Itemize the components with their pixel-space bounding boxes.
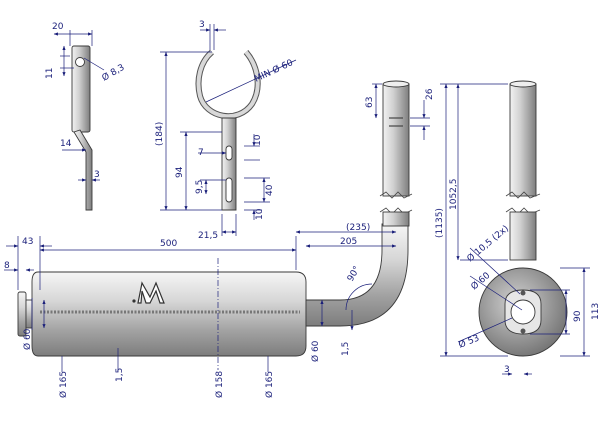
clamp-total-height-label: (184) xyxy=(155,122,165,146)
pipe-reach-label: (235) xyxy=(346,223,370,233)
bracket-width-label: 20 xyxy=(52,22,64,32)
hole-spacing-label: 90 xyxy=(573,310,583,322)
muffler-view: 43 8 500 (235) 205 90° Ø 60 Ø 165 1,5 Ø … xyxy=(4,80,413,398)
vertical-pipe xyxy=(382,83,410,197)
flange-dia-label: Ø 165 xyxy=(58,371,69,398)
stub-length-label: 43 xyxy=(22,237,33,247)
inlet-dia-label: Ø 60 xyxy=(22,328,33,350)
brand-logo xyxy=(132,281,165,304)
bracket-side-view: 20 11 Ø 8,3 14 3 xyxy=(45,22,127,211)
height-upper-label: 1052,5 xyxy=(449,179,459,211)
body-dia-right-label: Ø 165 xyxy=(264,371,275,398)
height-total-label: (1135) xyxy=(435,208,445,238)
body-length-label: 500 xyxy=(160,239,177,249)
clamp-plate-width-label: 21,5 xyxy=(198,231,218,241)
pipe-reach-inner-label: 205 xyxy=(340,237,357,247)
clamp-slot-length-label: 40 xyxy=(265,184,275,196)
muffler-body xyxy=(31,271,307,357)
end-view: (1135) 1052,5 Ø 10,5 (2x) Ø 60 Ø 53 90 1… xyxy=(435,80,600,376)
bend-angle-label: 90° xyxy=(346,265,363,284)
slot-offset-label: 63 xyxy=(365,97,375,108)
bracket-offset-label: 11 xyxy=(45,68,55,79)
clamp-slot-offset-label: 9,5 xyxy=(195,180,205,194)
bracket-thickness-label: 3 xyxy=(94,170,100,180)
body-dia-label: Ø 158 xyxy=(214,371,225,398)
bracket-bend-label: 14 xyxy=(60,139,72,149)
outer-dia-label: Ø 53 xyxy=(457,333,481,351)
pipe-top-dims: 63 26 xyxy=(365,83,435,140)
drain-label: 1,5 xyxy=(115,368,125,382)
clamp-thickness-label: 3 xyxy=(199,20,205,30)
end-thickness-label: 3 xyxy=(504,365,510,375)
flange-thickness-label: 8 xyxy=(4,261,10,271)
bracket-hole-label: Ø 8,3 xyxy=(100,62,127,84)
outlet-wall-label: 1,5 xyxy=(341,342,351,356)
outlet-pipe-bend xyxy=(305,223,409,327)
clamp-slot-height-label: 94 xyxy=(175,166,185,178)
clamp-bottom-gap-label: 10 xyxy=(255,208,265,220)
holes-label: Ø 10,5 (2x) xyxy=(465,223,511,264)
slot-width-label: 26 xyxy=(425,88,435,100)
clamp-slot-width-label: 7 xyxy=(198,148,204,158)
flange-height-label: 113 xyxy=(591,303,600,320)
outlet-dia-label: Ø 60 xyxy=(310,340,321,362)
clamp-bracket-view: 3 MIN Ø 60 (184) 94 7 10 40 9,5 10 21,5 xyxy=(155,20,297,241)
clamp-slot-pitch-label: 10 xyxy=(253,134,263,146)
